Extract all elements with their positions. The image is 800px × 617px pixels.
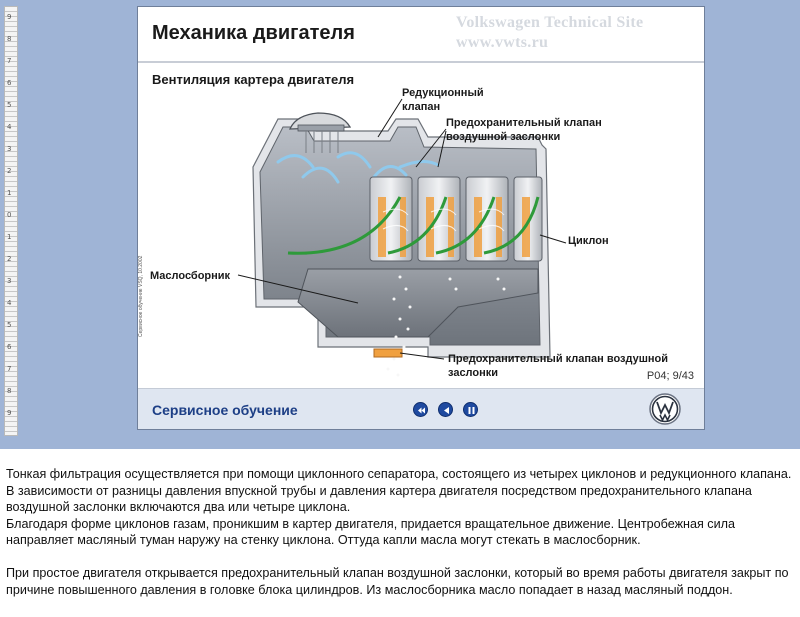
- label-line: клапан: [402, 101, 441, 113]
- description-paragraph: В зависимости от разницы давления впускн…: [6, 483, 752, 515]
- oil-droplets: [386, 275, 506, 377]
- paragraph-gap: [6, 549, 796, 565]
- cyclones: [287, 176, 543, 262]
- back-icon[interactable]: [438, 402, 453, 417]
- label-line: Предохранительный клапан воздушной: [448, 353, 669, 365]
- slide-title: Механика двигателя: [152, 22, 355, 44]
- vertical-ruler: 9 8 7 6 5 4 3 2 1 0 1 2 3 4 5 6 7 8 9: [4, 6, 18, 436]
- watermark-line: Volkswagen Technical Site: [456, 14, 644, 31]
- ruler-number: 3: [7, 145, 12, 153]
- slide-subtitle: Вентиляция картера двигателя: [152, 72, 355, 87]
- description-paragraph: При простое двигателя открывается предох…: [6, 565, 789, 597]
- rewind-icon[interactable]: [413, 402, 428, 417]
- ruler-number: 7: [7, 365, 12, 373]
- ruler-ticks: [5, 7, 17, 435]
- leader-lines: [237, 98, 567, 360]
- ruler-number: 5: [7, 321, 12, 329]
- watermark-line: www.vwts.ru: [456, 34, 549, 51]
- ruler-number: 9: [7, 409, 12, 417]
- description-paragraph: Благодаря форме циклонов газам, проникши…: [6, 516, 735, 548]
- label-line: заслонки: [448, 367, 499, 379]
- bottom-valve: [373, 348, 403, 358]
- label-line: Редукционный: [402, 87, 484, 99]
- crankcase-ventilation-diagram: [237, 98, 567, 377]
- oil-collector: [297, 268, 539, 338]
- description-paragraph: Тонкая фильтрация осуществляется при пом…: [6, 467, 792, 481]
- presentation-area: 9 8 7 6 5 4 3 2 1 0 1 2 3 4 5 6 7 8 9 Ме…: [0, 0, 800, 449]
- ruler-number: 0: [7, 211, 12, 219]
- ruler-number: 3: [7, 277, 12, 285]
- footer-label: Сервисное обучение: [152, 402, 298, 418]
- back-icon-glyph: [444, 407, 449, 414]
- air-flow-arrows: [276, 151, 440, 184]
- label-cyclone: Циклон: [568, 235, 609, 247]
- ruler-number: 1: [7, 233, 12, 241]
- label-oil-collector: Маслосборник: [150, 270, 231, 282]
- label-line: Предохранительный клапан: [446, 117, 602, 129]
- reduction-valve: [288, 112, 352, 153]
- vw-logo: [649, 393, 681, 425]
- ruler-number: 4: [7, 299, 12, 307]
- pause-icon-glyph: [468, 407, 475, 414]
- side-caption: Сервисное обучение VSQ, 10.2002: [138, 255, 144, 337]
- description-text: Тонкая фильтрация осуществляется при пом…: [6, 466, 796, 598]
- rewind-icon-glyph: [418, 407, 425, 414]
- watermark: Volkswagen Technical Site www.vwts.ru: [456, 13, 643, 53]
- label-reduction-valve: Редукционный клапан: [402, 86, 484, 114]
- ruler-number: 7: [7, 57, 12, 65]
- slide-footer: Сервисное обучение: [138, 388, 704, 429]
- ruler-number: 2: [7, 167, 12, 175]
- ruler-number: 4: [7, 123, 12, 131]
- ruler-number: 6: [7, 343, 12, 351]
- slide-header: Механика двигателя Volkswagen Technical …: [138, 7, 704, 63]
- ruler-number: 6: [7, 79, 12, 87]
- ruler-number: 8: [7, 387, 12, 395]
- ruler-number: 9: [7, 13, 12, 21]
- label-safety-valve: Предохранительный клапан воздушной засло…: [446, 116, 602, 144]
- ruler-number: 1: [7, 189, 12, 197]
- ruler-number: 8: [7, 35, 12, 43]
- ruler-number: 5: [7, 101, 12, 109]
- page-number: P04; 9/43: [646, 370, 694, 382]
- pause-icon[interactable]: [463, 402, 478, 417]
- label-bottom-valve: Предохранительный клапан воздушной засло…: [448, 352, 668, 380]
- ruler-number: 2: [7, 255, 12, 263]
- label-line: воздушной заслонки: [446, 131, 561, 143]
- slide: Механика двигателя Volkswagen Technical …: [137, 6, 705, 430]
